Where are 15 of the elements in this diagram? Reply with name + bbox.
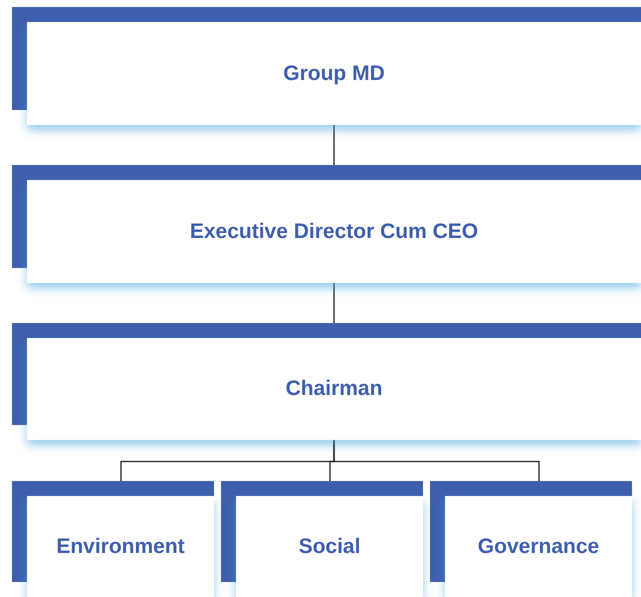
box-label: Social <box>298 534 360 560</box>
box-label: Environment <box>56 534 185 560</box>
org-chart-box <box>12 323 641 440</box>
org-chart-box <box>12 165 641 283</box>
connector-line <box>333 440 540 481</box>
connector-line <box>333 125 335 165</box>
org-chart-box <box>12 7 641 125</box>
box-label: Executive Director Cum CEO <box>190 218 478 244</box>
box-label: Governance <box>478 534 600 560</box>
org-chart-box <box>12 481 214 597</box>
org-chart-box <box>430 481 632 597</box>
box-label: Group MD <box>283 60 385 86</box>
org-chart-box <box>221 481 423 597</box>
box-label: Chairman <box>286 376 382 402</box>
connector-line <box>333 283 335 323</box>
